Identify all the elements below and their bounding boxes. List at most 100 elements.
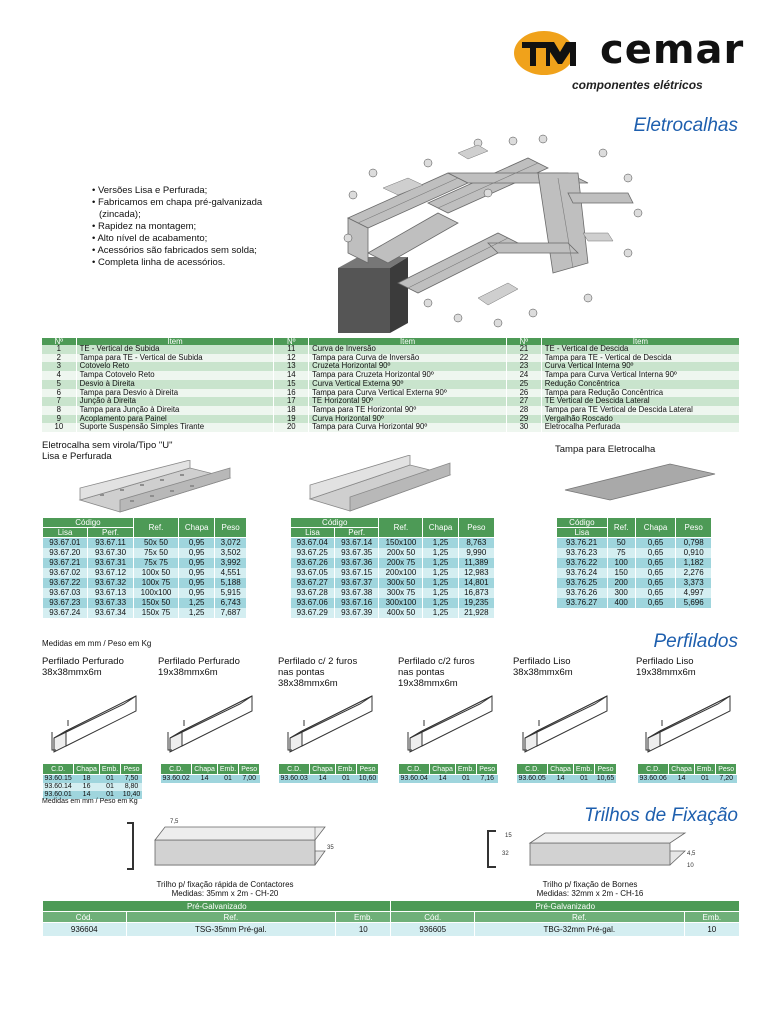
cell: 93.67.32 xyxy=(87,578,134,588)
cell: 14 xyxy=(547,774,574,783)
cell: Tampa para Junção à Direita xyxy=(76,405,275,415)
cell: 93.76.24 xyxy=(556,568,608,578)
col-header: Chapa xyxy=(668,763,695,775)
col-header-num: Nº xyxy=(273,338,310,345)
profile-drawing xyxy=(167,695,253,753)
cell: 29 xyxy=(506,414,542,424)
cell: 10,40 xyxy=(120,791,143,799)
cell: 93.60.06 xyxy=(637,774,669,783)
label-line: Perfilado c/2 furos xyxy=(398,656,475,667)
cell: 93.67.28 xyxy=(290,588,335,598)
col-header: Emb. xyxy=(693,763,717,775)
col-header-emb: Emb. xyxy=(335,911,392,923)
rail-35mm-drawing: 7,5 35 xyxy=(127,819,334,870)
cell: 0,65 xyxy=(635,588,677,598)
cell: 0,910 xyxy=(675,548,712,558)
tray-cover-image xyxy=(564,463,716,501)
cell: 936605 xyxy=(390,922,475,937)
profile-drawing xyxy=(645,695,731,753)
cell: Suporte Suspensão Simples Tirante xyxy=(76,423,275,433)
dim-label: 32 xyxy=(502,851,509,857)
cell: 7 xyxy=(42,397,77,406)
cell: 93.67.27 xyxy=(290,578,335,588)
caption-line: Trilho p/ fixação rápida de Contactores xyxy=(156,880,294,889)
caption-line: Eletrocalha sem virola/Tipo "U" xyxy=(42,440,173,451)
cell: 16,873 xyxy=(458,588,496,598)
cell: 6 xyxy=(42,388,77,398)
col-header: Chapa xyxy=(547,763,574,775)
cell: 300x 50 xyxy=(378,578,424,588)
cell: Tampa para Curva Horizontal 90º xyxy=(308,423,508,433)
cell: 0,65 xyxy=(635,568,677,578)
rail-left-caption: Trilho p/ fixação rápida de Contactores … xyxy=(145,880,305,898)
col-header: Peso xyxy=(715,763,738,775)
cell: Tampa para TE Vertical de Descida Latera… xyxy=(541,405,741,415)
cell: 01 xyxy=(455,774,477,783)
brand-name: cemar xyxy=(600,27,745,73)
caption-line: Trilho p/ fixação de Bornes xyxy=(542,880,638,889)
cell: 26 xyxy=(506,388,542,398)
cell: 93.76.23 xyxy=(556,548,608,558)
col-header: C.D. xyxy=(159,763,193,775)
cell: 93.67.39 xyxy=(334,608,380,618)
perfilados-note: Medidas em mm / Peso em Kg xyxy=(42,798,138,805)
cell: 24 xyxy=(506,370,542,380)
col-header-item: Item xyxy=(541,338,741,345)
cell: 5,188 xyxy=(214,578,247,588)
cell: 93.67.02 xyxy=(42,568,89,578)
feature-list: • Versões Lisa e Perfurada; • Fabricamos… xyxy=(92,185,292,269)
cell: 93.67.05 xyxy=(290,568,335,578)
feature-item: • Fabricamos em chapa pré-galvanizada (z… xyxy=(92,197,263,220)
dim-label: 7,5 xyxy=(170,819,179,825)
cell: 0,65 xyxy=(635,558,677,568)
cell: 9,990 xyxy=(458,548,496,558)
cell: 01 xyxy=(335,774,357,783)
cell: 400x 50 xyxy=(378,608,424,618)
cell: 14 xyxy=(191,774,218,783)
cell: 200 xyxy=(607,578,636,588)
label-line: Perfilado Perfurado xyxy=(42,656,124,667)
cell: 93.67.16 xyxy=(334,598,380,608)
cell: 0,95 xyxy=(178,558,216,568)
cell: 75 xyxy=(607,548,636,558)
cell: Redução Concêntrica xyxy=(541,379,741,389)
cell: 14,801 xyxy=(458,578,496,588)
cell: 14 xyxy=(668,774,695,783)
col-header-peso: Peso xyxy=(457,517,496,538)
profile-drawing xyxy=(522,695,608,753)
cell: 50 xyxy=(607,537,636,548)
cell: 15 xyxy=(273,379,310,389)
label-line: Perfilado Liso xyxy=(636,656,694,667)
dim-label: 10 xyxy=(687,863,694,869)
cell: 0,95 xyxy=(178,537,216,548)
cell: 1,25 xyxy=(422,598,459,608)
cell: 93.67.06 xyxy=(290,598,335,608)
col-header-lisa: Lisa xyxy=(41,527,89,538)
label-line: Perfilado Liso xyxy=(513,656,571,667)
cell: Tampa para Redução Concêntrica xyxy=(541,388,741,398)
cell: Tampa para Desvio à Direita xyxy=(76,388,275,398)
cell: Curva de Inversão xyxy=(308,344,508,354)
cell: 75x 75 xyxy=(133,558,180,568)
cell: 0,95 xyxy=(178,568,216,578)
cell: 0,65 xyxy=(635,537,677,548)
col-header-cod: Cód. xyxy=(390,911,475,923)
cell: 01 xyxy=(99,774,121,783)
label-line: 19x38mmx6m xyxy=(636,667,696,678)
cell: 14 xyxy=(309,774,336,783)
cell: 93.67.25 xyxy=(290,548,335,558)
